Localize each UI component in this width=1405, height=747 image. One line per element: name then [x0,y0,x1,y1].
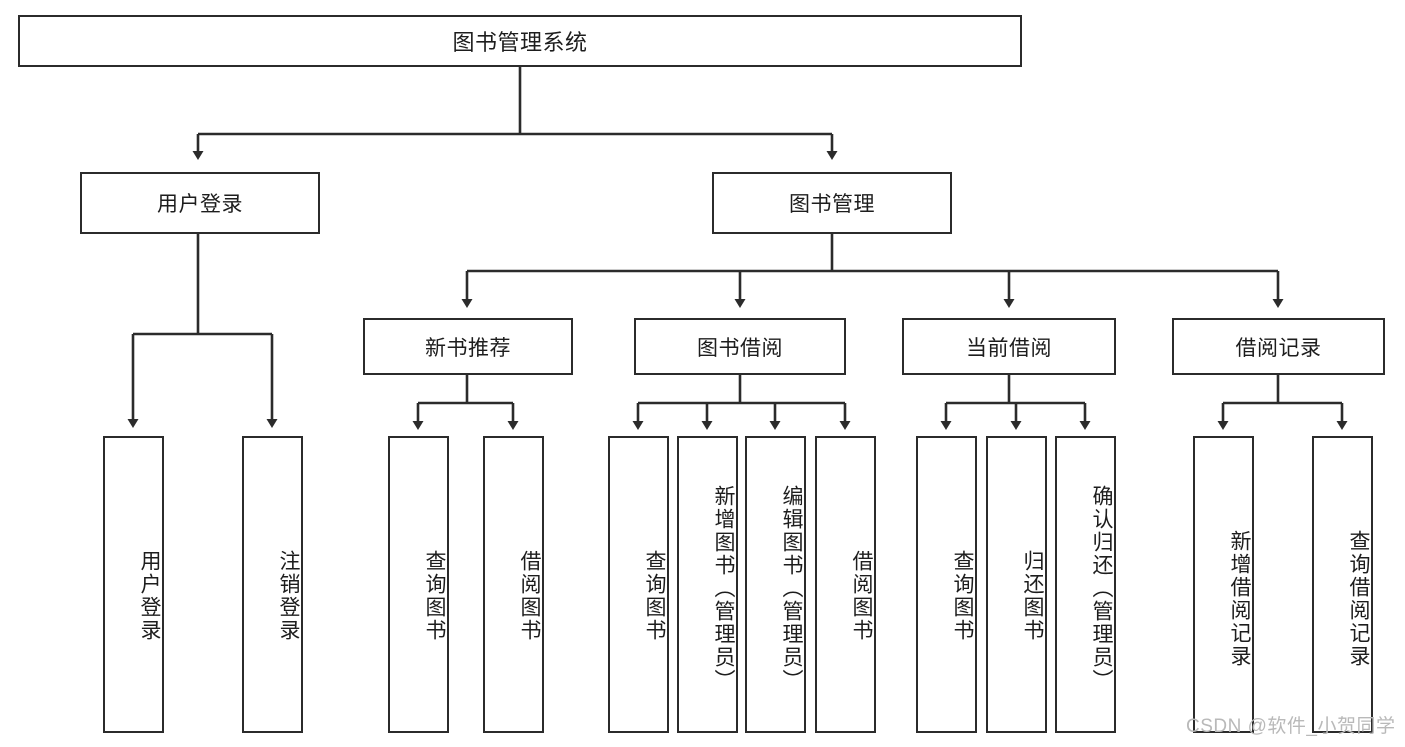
node-leaf-query-book-2[interactable]: 查询图书 [608,436,669,733]
node-leaf-add-record-label: 新增借阅记录 [1228,529,1251,668]
node-root-system[interactable]: 图书管理系统 [18,15,1022,67]
node-book-manage[interactable]: 图书管理 [712,172,952,234]
node-leaf-user-login-label: 用户登录 [138,549,161,642]
node-leaf-query-book-3[interactable]: 查询图书 [916,436,977,733]
node-leaf-add-book-label: 新增图书（管理员） [712,485,735,692]
node-new-book-recommend[interactable]: 新书推荐 [363,318,573,375]
node-leaf-borrow-book-2[interactable]: 借阅图书 [815,436,876,733]
node-leaf-borrow-book-1[interactable]: 借阅图书 [483,436,544,733]
node-book-borrow[interactable]: 图书借阅 [634,318,846,375]
node-leaf-borrow-book-2-label: 借阅图书 [850,549,873,642]
node-leaf-logout-login[interactable]: 注销登录 [242,436,303,733]
node-user-login-label: 用户登录 [157,193,243,216]
node-leaf-edit-book-label: 编辑图书（管理员） [780,485,803,692]
node-leaf-query-book-2-label: 查询图书 [643,549,666,642]
node-current-borrow-label: 当前借阅 [966,336,1052,360]
node-user-login[interactable]: 用户登录 [80,172,320,234]
node-leaf-add-record[interactable]: 新增借阅记录 [1193,436,1254,733]
node-leaf-add-book[interactable]: 新增图书（管理员） [677,436,738,733]
node-book-borrow-label: 图书借阅 [697,336,783,360]
node-leaf-return-book-label: 归还图书 [1021,549,1044,642]
node-leaf-logout-login-label: 注销登录 [277,549,300,642]
node-leaf-query-book-3-label: 查询图书 [951,549,974,642]
node-leaf-return-book[interactable]: 归还图书 [986,436,1047,733]
node-leaf-confirm-return-label: 确认归还（管理员） [1090,485,1113,692]
node-leaf-edit-book[interactable]: 编辑图书（管理员） [745,436,806,733]
node-leaf-query-book-1[interactable]: 查询图书 [388,436,449,733]
node-root-label: 图书管理系统 [452,30,588,55]
node-leaf-query-book-1-label: 查询图书 [423,549,446,642]
node-book-manage-label: 图书管理 [789,193,875,216]
node-leaf-query-record-label: 查询借阅记录 [1347,529,1370,668]
node-leaf-confirm-return[interactable]: 确认归还（管理员） [1055,436,1116,733]
node-leaf-borrow-book-1-label: 借阅图书 [518,549,541,642]
node-borrow-record-label: 借阅记录 [1235,336,1322,360]
watermark-text: CSDN @软件_小贺同学 [1186,716,1396,737]
node-leaf-user-login[interactable]: 用户登录 [103,436,164,733]
node-leaf-query-record[interactable]: 查询借阅记录 [1312,436,1373,733]
node-borrow-record[interactable]: 借阅记录 [1172,318,1385,375]
node-current-borrow[interactable]: 当前借阅 [902,318,1116,375]
node-new-book-recommend-label: 新书推荐 [425,336,511,360]
